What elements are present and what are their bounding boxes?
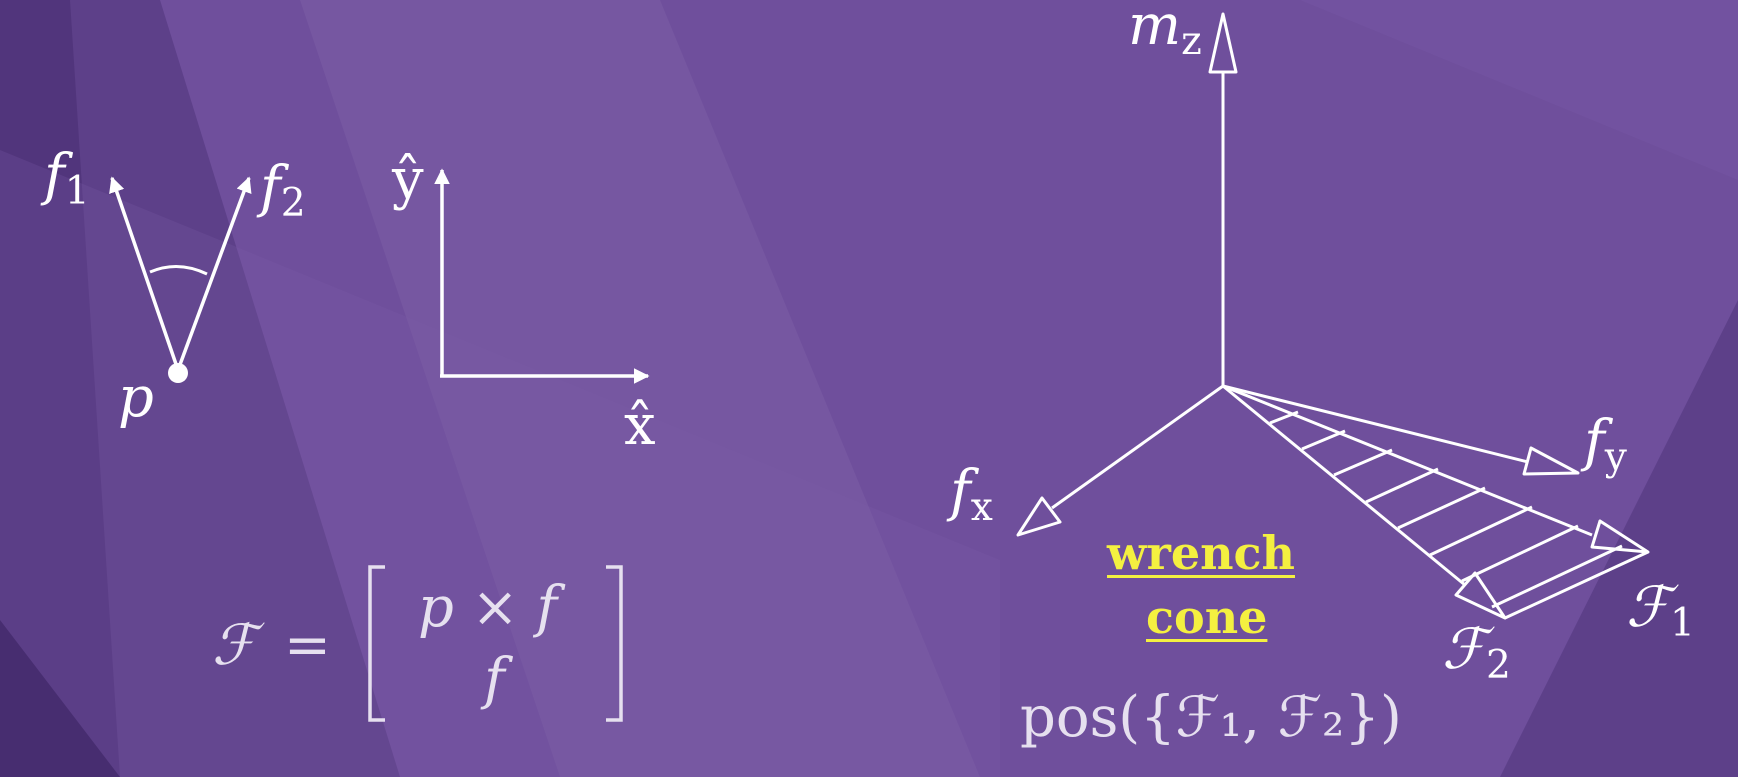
F1-ray: [1222, 384, 1593, 537]
x-axis-label: x̂: [624, 393, 656, 458]
mz-label: mz: [1128, 0, 1202, 64]
formula-equals: =: [284, 613, 331, 678]
F2-arrowhead: [1454, 571, 1507, 620]
formula-top-row: p × f: [418, 575, 558, 640]
fy-arrowhead: [1522, 446, 1580, 476]
formula-bottom-row: f: [484, 647, 505, 712]
xy-axes: [434, 168, 650, 384]
F2-ray: [1222, 384, 1466, 587]
point-label: p: [118, 365, 154, 430]
contact-point: [168, 363, 188, 383]
fx-label: fx: [950, 459, 993, 530]
cone-edge: [1504, 550, 1649, 620]
matrix-brackets: [368, 565, 623, 722]
wrench-axes: [1016, 12, 1650, 620]
fx-axis: [1051, 384, 1224, 510]
formula-lhs: ℱ: [212, 613, 257, 678]
f1-vector: [109, 176, 180, 371]
f2-vector: [176, 176, 252, 371]
fy-label: fy: [1584, 409, 1627, 480]
y-axis-label: ŷ: [392, 147, 424, 212]
friction-cone-figure: [109, 176, 252, 383]
mz-arrowhead: [1208, 12, 1238, 74]
cone-angle-arc: [149, 265, 208, 276]
fx-arrowhead: [1016, 496, 1062, 537]
wrench-highlight: wrench: [1107, 526, 1295, 580]
F1-arrowhead: [1590, 519, 1650, 554]
cone-highlight: cone: [1146, 590, 1268, 644]
F1-label: ℱ1: [1626, 575, 1695, 646]
f1-label: f1: [44, 143, 90, 214]
F2-label: ℱ2: [1442, 617, 1511, 688]
pos-expression: pos({ℱ₁, ℱ₂}): [1020, 685, 1402, 750]
fy-axis: [1222, 384, 1529, 464]
f2-label: f2: [260, 155, 306, 226]
cone-hatching: [1269, 410, 1623, 609]
